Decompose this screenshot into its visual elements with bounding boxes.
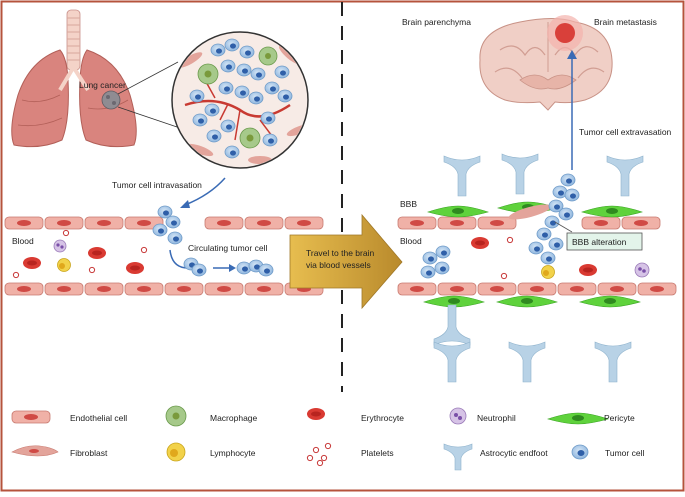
legend-item-erythrocyte: Erythrocyte [307, 408, 404, 423]
circulating-label: Circulating tumor cell [188, 243, 267, 253]
legend-label: Neutrophil [477, 413, 516, 423]
lung-tumor [101, 90, 121, 110]
legend-item-neutrophil: Neutrophil [449, 407, 516, 425]
neutrophil [53, 239, 67, 253]
legend-label: Macrophage [210, 413, 258, 423]
intravasation-label: Tumor cell intravasation [112, 180, 202, 190]
travel-label-line2: via blood vessels [306, 260, 371, 270]
erythrocyte [23, 257, 41, 269]
legend-item-astrocytic-endfoot: Astrocytic endfoot [443, 443, 548, 471]
erythrocyte [126, 262, 144, 274]
intravasation-arrow [184, 177, 226, 206]
legend-label: Tumor cell [605, 448, 644, 458]
neutrophil-icon [449, 407, 467, 425]
travel-label-line1: Travel to the brain [306, 248, 374, 258]
legend-label: Pericyte [604, 413, 635, 423]
zoom-line-bottom [117, 106, 181, 129]
lungs [11, 9, 137, 148]
tumor-zoom-circle [171, 31, 309, 169]
bbb-alteration-label: BBB alteration [572, 237, 627, 247]
legend: Endothelial cell Macrophage Erythrocyte … [11, 405, 644, 471]
legend-item-macrophage: Macrophage [165, 405, 258, 427]
legend-label: Erythrocyte [361, 413, 404, 423]
erythrocyte [88, 247, 106, 259]
brain-metastasis-lesion [555, 23, 575, 43]
travel-arrow: Travel to the brain via blood vessels [289, 213, 403, 310]
legend-label: Platelets [361, 448, 394, 458]
legend-item-pericyte: Pericyte [547, 412, 635, 425]
astrocytic-endfoot-icon [443, 443, 473, 471]
legend-item-tumor-cell: Tumor cell [571, 444, 644, 460]
legend-item-fibroblast: Fibroblast [11, 445, 108, 458]
legend-item-platelets: Platelets [306, 442, 394, 467]
legend-label: Fibroblast [70, 448, 108, 458]
endothelial-cell-icon [11, 410, 51, 424]
erythrocyte-icon [307, 408, 325, 420]
platelets-icon [306, 442, 332, 467]
brain-section [479, 15, 613, 111]
brain-parenchyma-label: Brain parenchyma [402, 17, 471, 27]
extravasation-label: Tumor cell extravasation [579, 127, 672, 137]
left-blood-label: Blood [12, 236, 34, 246]
zoom-line-top [117, 61, 179, 95]
pericyte-icon [547, 412, 609, 425]
bbb-label: BBB [400, 199, 417, 209]
right-blood-label: Blood [400, 236, 422, 246]
legend-item-endothelial: Endothelial cell [11, 410, 127, 424]
legend-label: Lymphocyte [210, 448, 256, 458]
lung-cancer-label: Lung cancer [79, 80, 126, 90]
bbb-alteration-box [566, 232, 643, 251]
brain-metastasis-label: Brain metastasis [594, 17, 657, 27]
legend-label: Endothelial cell [70, 413, 127, 423]
legend-item-lymphocyte: Lymphocyte [166, 442, 256, 462]
legend-label: Astrocytic endfoot [480, 448, 548, 458]
